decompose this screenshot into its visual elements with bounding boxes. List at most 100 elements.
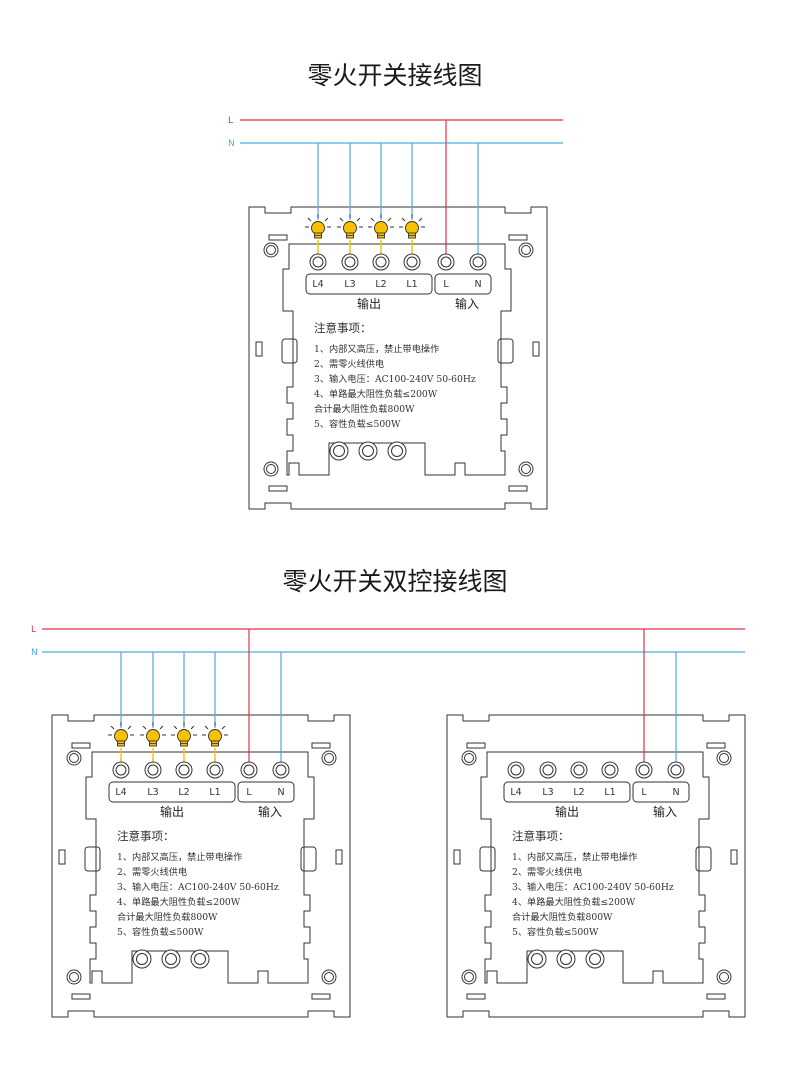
note-line: 4、单路最大阻性负载≤200W <box>512 896 636 908</box>
terminal-outer <box>539 761 557 779</box>
side-clip <box>84 846 101 872</box>
single-control-title: 零火开关接线图 <box>307 61 482 90</box>
mounting-hole <box>263 461 279 477</box>
lightbulb-icon <box>140 722 166 747</box>
note-line: 3、输入电压：AC100-240V 50-60Hz <box>117 881 279 893</box>
output-label-box <box>503 781 631 803</box>
mounting-hole-inner <box>521 245 531 255</box>
module-body-outline <box>85 751 315 984</box>
plate-slot <box>508 485 528 492</box>
module-body-outline <box>282 243 512 476</box>
terminal-inner <box>573 764 585 776</box>
connector-hole <box>556 949 576 969</box>
terminal-outer <box>437 253 455 271</box>
screw-terminal-icon <box>469 253 487 271</box>
terminal-outer <box>635 761 653 779</box>
side-clip <box>300 846 317 872</box>
side-slot <box>532 341 540 357</box>
dual-control-title: 零火开关双控接线图 <box>282 567 507 596</box>
terminal-inner <box>542 764 554 776</box>
note-line: 5、容性负载≤500W <box>512 926 599 938</box>
live-wire-label: L <box>31 625 36 635</box>
note-line: 2、需零火线供电 <box>117 866 187 878</box>
side-clip <box>281 338 298 364</box>
bulb-ray <box>387 217 392 222</box>
switch-plate-outline <box>446 714 746 1018</box>
mounting-hole-inner <box>521 464 531 474</box>
connector-hole <box>527 949 547 969</box>
plate-slot <box>508 234 528 241</box>
connector-hole <box>329 441 349 461</box>
switch-plate-outline <box>51 714 351 1018</box>
mounting-hole-inner <box>266 245 276 255</box>
note-line: 合计最大阻性负载800W <box>117 911 218 923</box>
lightbulb-icon <box>399 214 425 239</box>
connector-hole-inner <box>560 953 572 965</box>
side-clip <box>695 846 712 872</box>
output-terminal-label: L4 <box>312 279 323 290</box>
bulb-ray <box>307 217 312 222</box>
connector-hole-inner <box>362 445 374 457</box>
screw-terminal-icon <box>272 761 290 779</box>
terminal-outer <box>667 761 685 779</box>
terminal-outer <box>507 761 525 779</box>
output-terminal-label: L1 <box>406 279 417 290</box>
mounting-hole-inner <box>719 753 729 763</box>
bulb-glass <box>114 729 128 743</box>
bulb-ray <box>190 725 195 730</box>
plate-slot <box>706 993 726 1000</box>
side-slot <box>453 849 461 865</box>
output-label-box <box>305 273 433 295</box>
terminal-outer <box>272 761 290 779</box>
screw-terminal-icon <box>206 761 224 779</box>
neutral-wire-label: N <box>228 139 235 149</box>
input-label-box <box>237 781 295 803</box>
output-terminal-label: L3 <box>147 787 158 798</box>
mounting-hole <box>66 969 82 985</box>
mounting-hole <box>321 969 337 985</box>
lightbulb-icon <box>171 722 197 747</box>
output-terminal-label: L3 <box>542 787 553 798</box>
bulb-ray <box>339 217 344 222</box>
terminal-outer <box>341 253 359 271</box>
side-clip <box>479 846 496 872</box>
connector-hole <box>358 441 378 461</box>
bulb-glass <box>208 729 222 743</box>
terminal-outer <box>372 253 390 271</box>
connector-hole <box>190 949 210 969</box>
bulb-ray <box>159 725 164 730</box>
note-line: 合计最大阻性负载800W <box>512 911 613 923</box>
note-line: 4、单路最大阻性负载≤200W <box>117 896 241 908</box>
switch-plate-outline <box>248 206 548 510</box>
notes-title: 注意事项： <box>512 829 570 843</box>
mounting-hole <box>321 750 337 766</box>
side-slot <box>58 849 66 865</box>
lightbulb-icon <box>337 214 363 239</box>
plate-slot <box>71 742 91 749</box>
screw-terminal-icon <box>667 761 685 779</box>
terminal-inner <box>406 256 418 268</box>
mounting-hole-inner <box>464 972 474 982</box>
output-group-label: 输出 <box>160 804 184 819</box>
terminal-inner <box>275 764 287 776</box>
output-terminal-label: L2 <box>573 787 584 798</box>
note-line: 1、内部又高压，禁止带电操作 <box>512 851 637 863</box>
screw-terminal-icon <box>372 253 390 271</box>
terminal-outer <box>469 253 487 271</box>
module-body-outline <box>480 751 710 984</box>
input-terminal-label: N <box>672 787 679 798</box>
note-line: 5、容性负载≤500W <box>117 926 204 938</box>
terminal-inner <box>115 764 127 776</box>
terminal-outer <box>403 253 421 271</box>
plate-slot <box>466 993 486 1000</box>
terminal-outer <box>112 761 130 779</box>
plate-slot <box>311 742 331 749</box>
screw-terminal-icon <box>635 761 653 779</box>
bulb-ray <box>127 725 132 730</box>
side-slot <box>335 849 343 865</box>
screw-terminal-icon <box>309 253 327 271</box>
bulb-ray <box>110 725 115 730</box>
terminal-inner <box>472 256 484 268</box>
